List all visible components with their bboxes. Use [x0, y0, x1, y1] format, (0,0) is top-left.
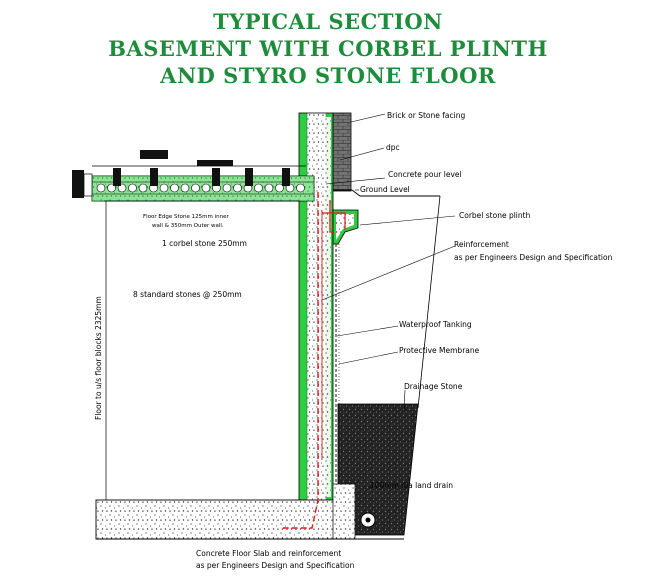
floor-block-void — [128, 183, 137, 193]
drawing-title: TYPICAL SECTION BASEMENT WITH CORBEL PLI… — [0, 8, 656, 89]
concrete-floor-slab — [95, 483, 404, 540]
floor-block-void — [138, 183, 148, 193]
reinforcement-bars — [283, 192, 346, 529]
floor-block-void — [170, 183, 179, 193]
floor-block-void — [96, 183, 106, 193]
basement-wall — [298, 112, 334, 506]
floor-block-void — [233, 183, 242, 193]
annotations: Brick or Stone facing dpc Concrete pour … — [94, 111, 613, 570]
title-line-1: TYPICAL SECTION — [213, 9, 443, 34]
floor-block-void — [159, 183, 169, 193]
label-corbel-plinth: Corbel stone plinth — [459, 211, 531, 220]
label-dpc: dpc — [386, 143, 400, 152]
floor-block-void — [264, 183, 274, 193]
label-floor-height: Floor to u/s floor blocks 2325mm — [94, 296, 103, 420]
label-ground-level: Ground Level — [360, 185, 410, 194]
floor-joist-supports — [113, 168, 290, 186]
label-standard-stones: 8 standard stones @ 250mm — [133, 290, 242, 299]
label-waterproof: Waterproof Tanking — [399, 320, 472, 329]
brick-facing — [332, 112, 352, 192]
label-slab-1: Concrete Floor Slab and reinforcement — [196, 549, 341, 558]
corbel-plinth — [329, 200, 359, 245]
label-reinforcement: Reinforcement — [454, 240, 509, 249]
label-floor-edge-2: wall & 350mm Outer wall. — [152, 223, 224, 229]
floor-block-void — [191, 183, 200, 193]
joist-support — [282, 168, 290, 186]
styro-floor-slab — [72, 150, 315, 202]
ground — [333, 189, 441, 409]
joist-support — [150, 168, 158, 186]
title-line-2: BASEMENT WITH CORBEL PLINTH — [108, 36, 548, 61]
joist-support — [212, 168, 220, 186]
label-brick-facing: Brick or Stone facing — [387, 111, 465, 120]
label-membrane: Protective Membrane — [399, 346, 480, 355]
label-reinforcement-spec: as per Engineers Design and Specificatio… — [454, 253, 613, 262]
label-drainage: Drainage Stone — [404, 382, 463, 391]
label-land-drain: 100mm dia land drain — [370, 481, 453, 490]
title-line-3: AND STYRO STONE FLOOR — [160, 63, 496, 88]
label-floor-edge-1: Floor Edge Stone 125mm inner — [143, 214, 229, 220]
basement-interior — [104, 200, 299, 500]
joist-support — [245, 168, 253, 186]
label-corbel-stone: 1 corbel stone 250mm — [162, 239, 247, 248]
floor-block-void — [180, 183, 190, 193]
floor-block-void — [201, 183, 211, 193]
label-slab-2: as per Engineers Design and Specificatio… — [196, 561, 355, 570]
floor-block-void — [275, 183, 284, 193]
label-concrete-pour: Concrete pour level — [388, 170, 462, 179]
floor-block-void — [222, 183, 232, 193]
floor-block-void — [296, 183, 305, 193]
leader-lines — [321, 113, 456, 489]
floor-block-void — [254, 183, 263, 193]
joist-support — [113, 168, 121, 186]
